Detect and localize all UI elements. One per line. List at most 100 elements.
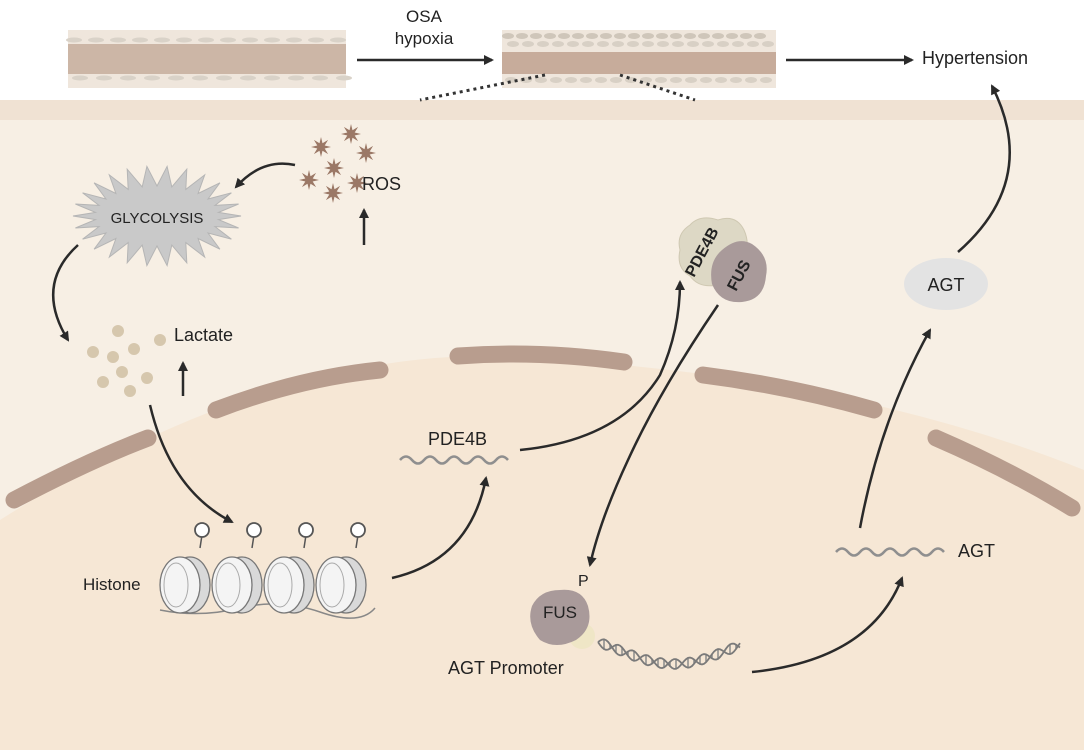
nucleosome-dna-wrap: [163, 562, 189, 608]
fus-protein: [711, 241, 767, 303]
arrow-promoter-to-agt-mrna: [751, 576, 904, 674]
lactylation-mark: [298, 522, 314, 538]
vessel-cell: [330, 37, 346, 43]
ros-star: [324, 158, 344, 178]
vessel-cell: [702, 41, 714, 47]
vessel-cell: [558, 33, 570, 39]
arrow-glycolysis-to-lactate: [51, 244, 79, 342]
vessel-plane-band: [0, 100, 1084, 120]
fus-icon: [530, 589, 590, 645]
agt-promoter-label: AGT Promoter: [448, 658, 564, 678]
agt-mrna-icon: [835, 547, 945, 557]
vessel-cell: [717, 41, 729, 47]
ros-star: [311, 137, 331, 157]
vessel-remodeled-icon: [502, 30, 776, 88]
vessel-cell: [762, 41, 774, 47]
agt-protein-icon: [904, 258, 988, 310]
nucleosome-dna-wrap: [267, 562, 293, 608]
vessel-cell: [657, 41, 669, 47]
vessel-cell: [670, 33, 682, 39]
nucleosome-icon: [315, 556, 357, 614]
vessel-cell: [627, 41, 639, 47]
vessel-cell: [550, 77, 562, 83]
vessel-cell: [535, 77, 547, 83]
vessel-cell: [537, 41, 549, 47]
vessel-cell: [176, 37, 192, 43]
lactylation-mark: [246, 522, 262, 538]
lactylation-mark: [194, 522, 210, 538]
vessel-cell: [132, 37, 148, 43]
nucleosome-icon: [211, 556, 253, 614]
phospho-label: P: [578, 573, 589, 590]
vessel-cell: [220, 37, 236, 43]
agt-mrna-label: AGT: [958, 541, 995, 561]
arrow-ros-to-glycolysis: [234, 162, 296, 189]
vessel-cell: [712, 33, 724, 39]
vessel-cell: [72, 75, 88, 81]
vessel-cell: [754, 33, 766, 39]
zoom-guide-left: [419, 73, 546, 102]
osa-label: OSA: [406, 7, 443, 26]
vessel-cell: [544, 33, 556, 39]
ros-star: [341, 124, 361, 144]
zoom-guide-right: [619, 73, 696, 102]
glycolysis-burst-icon: [72, 164, 242, 268]
vessel-cell: [685, 77, 697, 83]
vessel-cell: [240, 75, 256, 81]
nucleosome-icon: [263, 556, 305, 614]
vessel-cell: [740, 33, 752, 39]
vessel-cell: [565, 77, 577, 83]
hypertension-label: Hypertension: [922, 48, 1028, 68]
nucleosome-icon: [159, 556, 201, 614]
arrow-histone-to-pde4b: [391, 476, 490, 580]
dna-helix-icon: [597, 638, 741, 670]
vessel-cell: [687, 41, 699, 47]
lactylation-mark: [350, 522, 366, 538]
vessel-cell: [96, 75, 112, 81]
nuclear-envelope: [5, 345, 1081, 517]
agt-protein-label: AGT: [927, 275, 964, 295]
vessel-cell: [198, 37, 214, 43]
vessel-cell: [288, 75, 304, 81]
vessel-cell: [747, 41, 759, 47]
ros-star: [356, 143, 376, 163]
vessel-cell: [216, 75, 232, 81]
vessel-cell: [308, 37, 324, 43]
vessel-cell: [264, 37, 280, 43]
arrow-complex-to-fus: [586, 304, 720, 567]
vessel-cell: [698, 33, 710, 39]
lactate-dots-icon: [87, 325, 166, 397]
ros-star: [299, 170, 319, 190]
vessel-cell: [312, 75, 328, 81]
vessel-cell: [670, 77, 682, 83]
vessel-cell: [530, 33, 542, 39]
vessel-cell: [522, 41, 534, 47]
pde4b-mrna-icon: [399, 455, 509, 465]
vessel-cell: [336, 75, 352, 81]
vessel-cell: [66, 37, 82, 43]
arrow-lactate-to-histone: [148, 404, 234, 524]
vessel-cell: [732, 41, 744, 47]
ros-icon: [299, 124, 376, 203]
vessel-cell: [642, 41, 654, 47]
vessel-cell: [597, 41, 609, 47]
ros-label: ROS: [362, 174, 401, 194]
nucleosome-dna-wrap: [319, 562, 345, 608]
arrow-pde4b-to-complex: [519, 280, 685, 452]
vessel-cell: [286, 37, 302, 43]
arrow-agt-to-hypertension: [957, 84, 1011, 253]
vessel-cell: [715, 77, 727, 83]
fus-label: FUS: [543, 603, 577, 622]
histone-label: Histone: [83, 575, 141, 594]
vessel-cell: [192, 75, 208, 81]
vessel-normal-cells: [66, 37, 352, 81]
vessel-cell: [610, 77, 622, 83]
vessel-cell: [580, 77, 592, 83]
dna-strand-top: [597, 641, 741, 670]
vessel-cell: [516, 33, 528, 39]
vessel-cell: [567, 41, 579, 47]
vessel-cell: [120, 75, 136, 81]
vessel-cell: [110, 37, 126, 43]
